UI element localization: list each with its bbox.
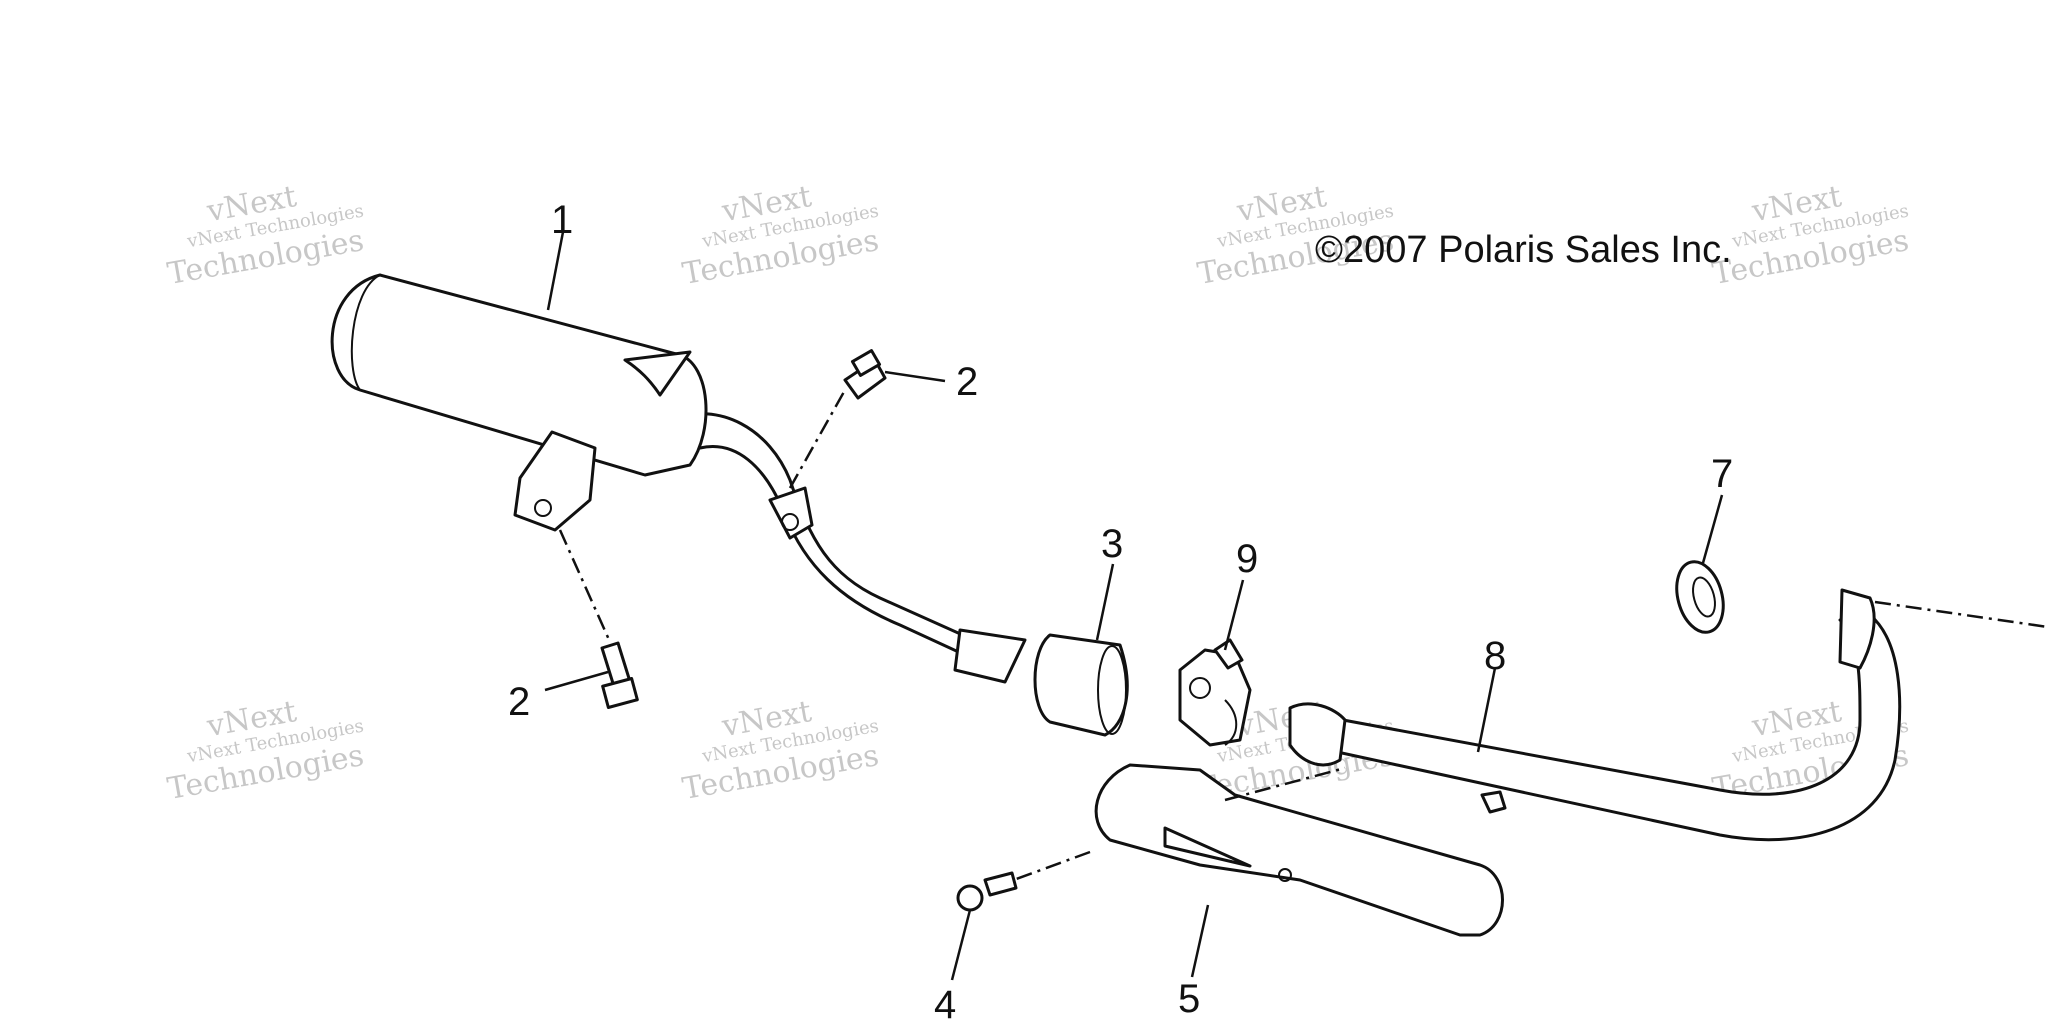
leader-callout-5 (1190, 904, 1210, 978)
callout-2-lower: 2 (508, 680, 530, 724)
callout-2-upper: 2 (956, 360, 978, 404)
watermark-top-4: vNext vNext Technologies Technologies (1710, 179, 1912, 292)
bolt-lower-part (600, 641, 639, 710)
heat-shield-part (1094, 763, 1504, 937)
callout-5: 5 (1178, 977, 1200, 1021)
bolt-shield-part (956, 871, 1018, 912)
watermark-bottom-2: vNext vNext Technologies Technologies (680, 694, 882, 807)
leader-callout-1 (546, 231, 565, 311)
leader-callout-2-upper (884, 370, 946, 383)
leader-callout-7 (1701, 494, 1724, 564)
watermark-bottom-1: vNext vNext Technologies Technologies (165, 694, 367, 807)
dash-line-bracket-bolt (558, 529, 612, 643)
callout-9: 9 (1236, 537, 1258, 581)
leader-callout-3 (1095, 563, 1115, 641)
gasket-part (1033, 633, 1129, 737)
leader-callout-8 (1476, 667, 1497, 753)
clamp-part (1178, 638, 1252, 747)
dash-line-engine (1874, 600, 2048, 629)
head-pipe-part (1288, 588, 1902, 842)
dash-line-boss-bolt (788, 389, 847, 489)
watermark-top-1: vNext vNext Technologies Technologies (165, 179, 367, 292)
callout-8: 8 (1484, 634, 1506, 678)
dash-line-shield-pipe (1224, 766, 1346, 802)
callout-3: 3 (1101, 522, 1123, 566)
copyright-text: ©2007 Polaris Sales Inc. (1315, 229, 1732, 271)
leader-callout-9 (1223, 579, 1245, 651)
watermark-top-2: vNext vNext Technologies Technologies (680, 179, 882, 292)
seal-ring-part (1675, 560, 1725, 634)
dash-line-shield-bolt (999, 850, 1091, 887)
callout-4: 4 (934, 983, 956, 1024)
callout-1: 1 (551, 198, 573, 242)
watermark-top-3: vNext vNext Technologies Technologies (1195, 179, 1397, 292)
leader-callout-2-lower (544, 670, 609, 692)
muffler-part (330, 273, 1027, 684)
callout-7: 7 (1711, 452, 1733, 496)
bolt-upper-part (843, 349, 887, 400)
leader-callout-4 (950, 909, 972, 981)
